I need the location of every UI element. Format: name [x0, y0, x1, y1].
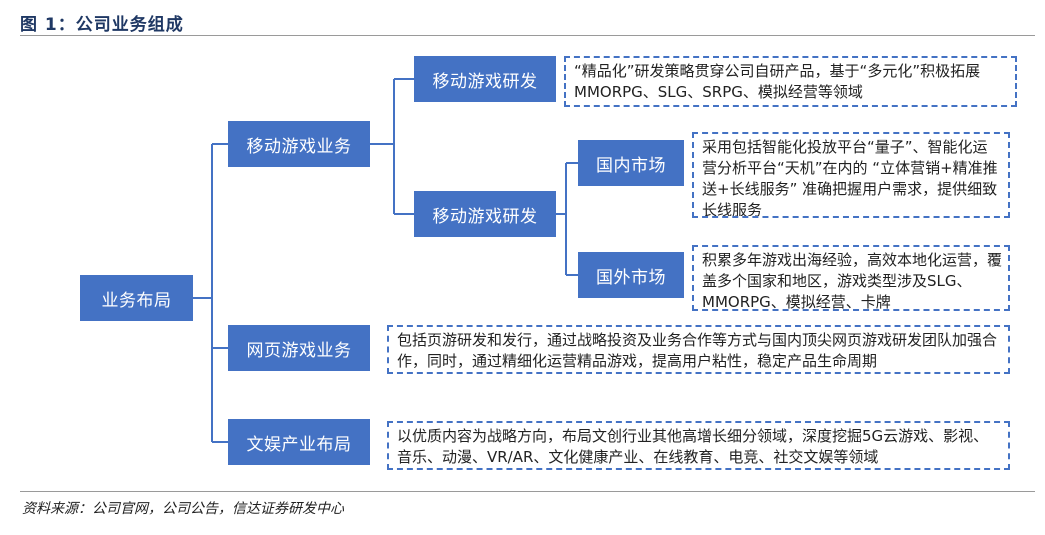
desc-culture-entertainment: 以优质内容为战略方向，布局文创行业其他高增长细分领域，深度挖掘5G云游戏、影视、…: [387, 421, 1010, 470]
bottom-divider: [20, 491, 1035, 492]
top-divider: [20, 35, 1035, 36]
node-domestic-market: 国内市场: [578, 140, 684, 186]
desc-web-game-business: 包括页游研发和发行，通过战略投资及业务合作等方式与国内顶尖网页游戏研发团队加强合…: [387, 325, 1010, 374]
desc-mobile-rd: “精品化”研发策略贯穿公司自研产品，基于“多元化”积极拓展MMORPG、SLG、…: [564, 56, 1017, 107]
node-mobile-game-business: 移动游戏业务: [228, 121, 370, 167]
node-overseas-market: 国外市场: [578, 252, 684, 298]
node-business-layout: 业务布局: [80, 275, 193, 321]
source-note: 资料来源：公司官网，公司公告，信达证券研发中心: [22, 501, 344, 517]
node-mobile-rd: 移动游戏研发: [414, 56, 556, 102]
desc-domestic-market: 采用包括智能化投放平台“量子”、智能化运营分析平台“天机”在内的 “立体营销+精…: [692, 132, 1010, 218]
desc-overseas-market: 积累多年游戏出海经验，高效本地化运营，覆盖多个国家和地区，游戏类型涉及SLG、M…: [692, 245, 1010, 311]
node-culture-entertainment: 文娱产业布局: [228, 419, 370, 465]
figure-title: 图 1：公司业务组成: [20, 15, 184, 35]
node-mobile-publishing: 移动游戏研发: [414, 191, 556, 237]
node-web-game-business: 网页游戏业务: [228, 325, 370, 371]
